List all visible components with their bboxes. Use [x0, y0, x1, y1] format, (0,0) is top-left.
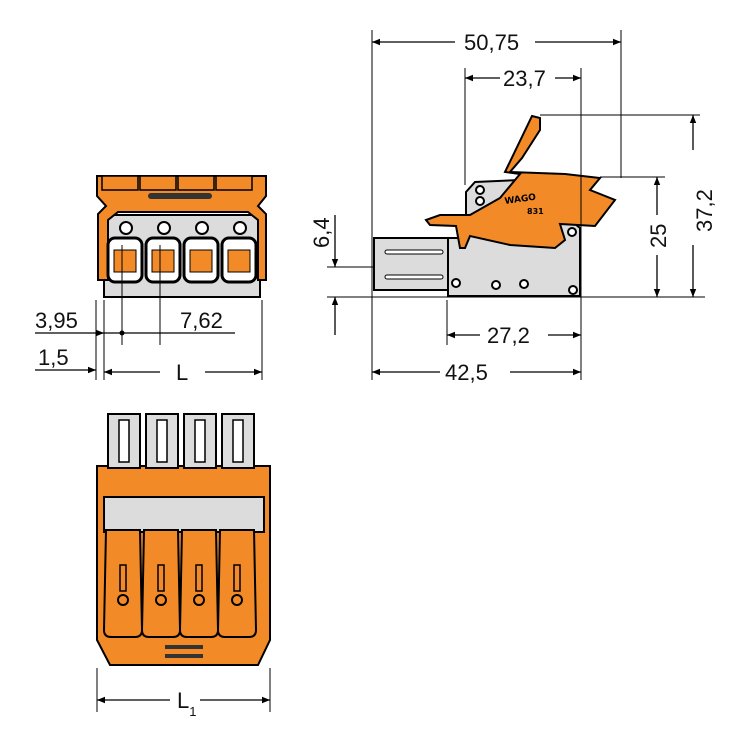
front-clamp	[227, 249, 251, 273]
bottom-clamp	[140, 529, 182, 638]
front-test-port-icon	[195, 221, 209, 235]
front-test-port-icon	[233, 221, 247, 235]
dim-first-pole-offset: 3,95	[35, 308, 78, 333]
side-view: WAGO 831	[373, 114, 617, 297]
side-release-lever	[424, 114, 617, 250]
bottom-pin	[194, 419, 206, 463]
bottom-pin	[156, 419, 168, 463]
front-lever-segment	[101, 175, 139, 191]
bottom-inner	[103, 496, 265, 533]
dim-total-height: 37,2	[692, 189, 717, 232]
bottom-view	[96, 413, 271, 666]
front-view	[96, 175, 267, 298]
dim-body-height: 25	[646, 224, 671, 248]
dim-edge-offset: 1,5	[38, 345, 69, 370]
bottom-test-slot	[195, 564, 203, 592]
front-release-lever	[96, 175, 267, 281]
dim-pitch: 7,62	[180, 308, 223, 333]
bottom-test-slot	[233, 564, 241, 592]
bottom-test-port-icon	[193, 594, 205, 606]
dim-overall-length: 50,75	[464, 30, 519, 55]
dim-rear-length: 27,2	[487, 323, 530, 348]
bottom-clamp	[178, 529, 220, 638]
front-test-port-icon	[119, 221, 133, 235]
front-lever-segment	[139, 175, 177, 191]
front-dimensions: 3,95 7,62 1,5 L	[35, 245, 263, 385]
dim-length-l1: L1	[177, 688, 196, 719]
bottom-test-port-icon	[231, 594, 243, 606]
front-clamp	[189, 249, 213, 273]
front-slot	[148, 193, 212, 199]
bottom-test-slot	[157, 564, 165, 592]
front-lever-segment	[177, 175, 215, 191]
side-dimensions: 50,75 23,7 37,2 25 6,4 27,2 42,5	[309, 30, 717, 385]
dim-lever-offset: 23,7	[503, 66, 546, 91]
bottom-clamp	[102, 529, 144, 638]
front-test-port-icon	[157, 221, 171, 235]
wago-logo: WAGO	[504, 193, 537, 207]
side-pin-header	[373, 237, 451, 291]
dim-length-l: L	[176, 360, 188, 385]
front-lever-segment	[215, 175, 253, 191]
bottom-pin	[118, 419, 130, 463]
series-label: 831	[527, 207, 544, 216]
bottom-clamp	[216, 529, 258, 638]
front-clamp	[113, 249, 137, 273]
bottom-test-port-icon	[117, 594, 129, 606]
bottom-test-port-icon	[155, 594, 167, 606]
bottom-pin	[232, 419, 244, 463]
bottom-dimensions: L1	[96, 668, 271, 719]
dim-pin-height: 6,4	[309, 217, 334, 248]
dim-body-length: 42,5	[445, 360, 488, 385]
front-clamp	[151, 249, 175, 273]
bottom-test-slot	[119, 564, 127, 592]
